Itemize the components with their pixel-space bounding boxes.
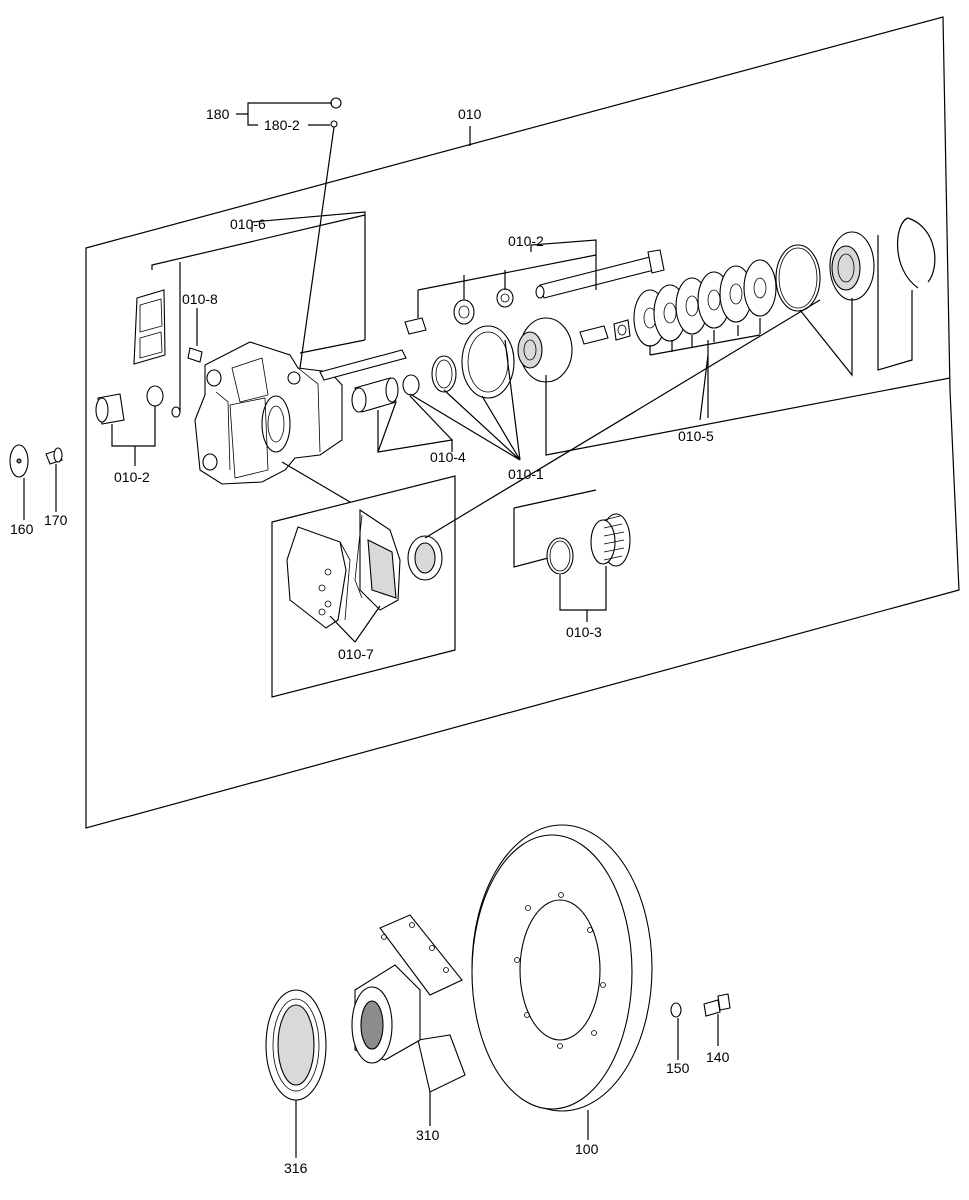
label-010-5: 010-5: [678, 428, 714, 444]
leader-lines: [23, 102, 951, 1158]
label-316: 316: [284, 1160, 308, 1176]
piston-cup: [517, 317, 573, 383]
brake-pad-left: [286, 526, 351, 629]
shim-plate: [133, 289, 166, 365]
guide-pin-long: [319, 349, 407, 381]
snap-ring: [897, 217, 936, 289]
o-ring-010-4: [402, 374, 420, 396]
bleeder-screw-010-8: [187, 347, 203, 363]
label-180: 180: [206, 106, 230, 122]
label-010-6: 010-6: [230, 216, 266, 232]
label-010: 010: [458, 106, 482, 122]
o-ring-010-1-small: [431, 355, 457, 393]
spring-washer-stack-010-5: [633, 259, 777, 347]
hub-310: [351, 914, 466, 1093]
bushing-010-2-left: [95, 393, 125, 425]
label-010-8: 010-8: [182, 291, 218, 307]
needle-bearing-010-3: [590, 513, 631, 567]
piston-seal-010-1: [407, 535, 443, 581]
label-010-2-top: 010-2: [508, 233, 544, 249]
label-010-4: 010-4: [430, 449, 466, 465]
long-bolt: [535, 249, 665, 299]
label-010-1: 010-1: [508, 466, 544, 482]
o-ring-010-2-left: [146, 385, 164, 407]
label-010-3: 010-3: [566, 624, 602, 640]
o-ring-large: [775, 244, 821, 312]
label-140: 140: [706, 1049, 730, 1065]
nut-small: [171, 406, 181, 418]
short-pin: [579, 325, 609, 345]
seal-316: [265, 989, 327, 1101]
disc-100: [471, 824, 653, 1112]
washer-150: [670, 1002, 682, 1018]
subframe-010-3-edge: [513, 508, 553, 568]
bushing-010-2: [404, 288, 514, 335]
nut: [613, 319, 631, 341]
piston-housing-cap: [829, 231, 875, 301]
cap-180: [330, 97, 342, 128]
o-ring-010-3: [546, 537, 574, 575]
part-labels: 180 180-2 010 010-6 010-2 010-8 010-2 01…: [10, 106, 730, 1176]
washer-160: [9, 444, 29, 478]
label-150: 150: [666, 1060, 690, 1076]
label-100: 100: [575, 1141, 599, 1157]
label-010-2-left: 010-2: [114, 469, 150, 485]
label-160: 160: [10, 521, 34, 537]
subframe-010-7: [271, 475, 456, 698]
o-ring-010-1-large: [461, 325, 515, 399]
bolt-140: [703, 993, 731, 1017]
bolt-170: [45, 447, 63, 465]
assembly-010-outline: [85, 16, 960, 829]
caliper-body: [194, 341, 343, 485]
label-010-7: 010-7: [338, 646, 374, 662]
brake-pad-right: [354, 508, 401, 611]
sleeve-010-4: [351, 377, 399, 413]
label-310: 310: [416, 1127, 440, 1143]
subframe-010-3: [513, 489, 597, 509]
label-180-2: 180-2: [264, 117, 300, 133]
label-170: 170: [44, 512, 68, 528]
